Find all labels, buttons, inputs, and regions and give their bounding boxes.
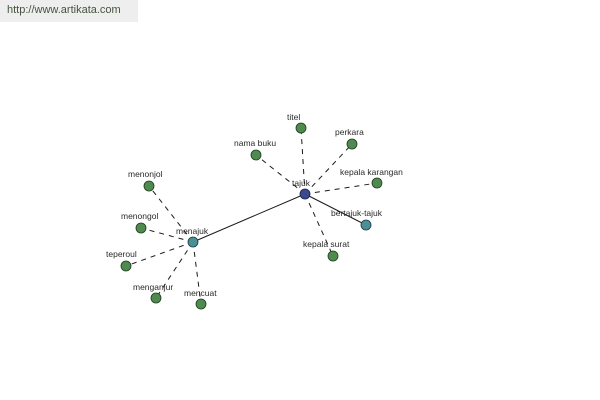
- edge-tajuk-nama-buku: [255, 154, 306, 195]
- edge-menajuk-mencuat: [192, 241, 202, 305]
- edge-menajuk-teperoul: [125, 241, 194, 267]
- edge-tajuk-titel: [300, 127, 306, 195]
- node-label-bertajuk-tajuk: bertajuk-tajuk: [331, 208, 383, 218]
- node-label-menongol: menongol: [121, 211, 158, 221]
- node-teperoul[interactable]: [120, 260, 132, 272]
- node-nama-buku[interactable]: [250, 149, 262, 161]
- node-menongol[interactable]: [135, 222, 147, 234]
- edge-tajuk-bertajuk-tajuk: [304, 193, 367, 226]
- graph-nodes: [120, 122, 383, 310]
- edge-tajuk-perkara: [304, 143, 353, 195]
- node-tajuk[interactable]: [299, 188, 311, 200]
- edge-menajuk-menonjol: [148, 185, 194, 243]
- node-menganjur[interactable]: [150, 292, 162, 304]
- node-titel[interactable]: [295, 122, 307, 134]
- graph-edges: [125, 127, 378, 305]
- node-label-menonjol: menonjol: [128, 169, 163, 179]
- node-label-menajuk: menajuk: [176, 226, 209, 236]
- node-label-kepala-surat: kepala surat: [303, 239, 350, 249]
- edge-tajuk-menajuk: [192, 193, 306, 243]
- node-perkara[interactable]: [346, 138, 358, 150]
- edge-tajuk-kepala-surat: [304, 193, 334, 257]
- node-menonjol[interactable]: [143, 180, 155, 192]
- source-url-link[interactable]: http://www.artikata.com: [0, 0, 138, 22]
- node-label-mencuat: mencuat: [184, 288, 217, 298]
- edge-tajuk-kepala-karangan: [304, 182, 378, 195]
- node-mencuat[interactable]: [195, 298, 207, 310]
- node-label-titel: titel: [287, 112, 300, 122]
- node-kepala-surat[interactable]: [327, 250, 339, 262]
- node-label-tajuk: tajuk: [292, 178, 311, 188]
- node-label-nama-buku: nama buku: [234, 138, 276, 148]
- node-label-kepala-karangan: kepala karangan: [340, 167, 403, 177]
- node-bertajuk-tajuk[interactable]: [360, 219, 372, 231]
- graph-labels: tajuk menajuk bertajuk-tajuk titel perkara na…: [106, 112, 403, 298]
- node-label-menganjur: menganjur: [133, 282, 173, 292]
- node-menajuk[interactable]: [187, 236, 199, 248]
- edge-menajuk-menongol: [140, 227, 194, 243]
- node-kepala-karangan[interactable]: [371, 177, 383, 189]
- node-label-perkara: perkara: [335, 127, 364, 137]
- node-label-teperoul: teperoul: [106, 249, 137, 259]
- edge-menajuk-menganjur: [155, 241, 194, 299]
